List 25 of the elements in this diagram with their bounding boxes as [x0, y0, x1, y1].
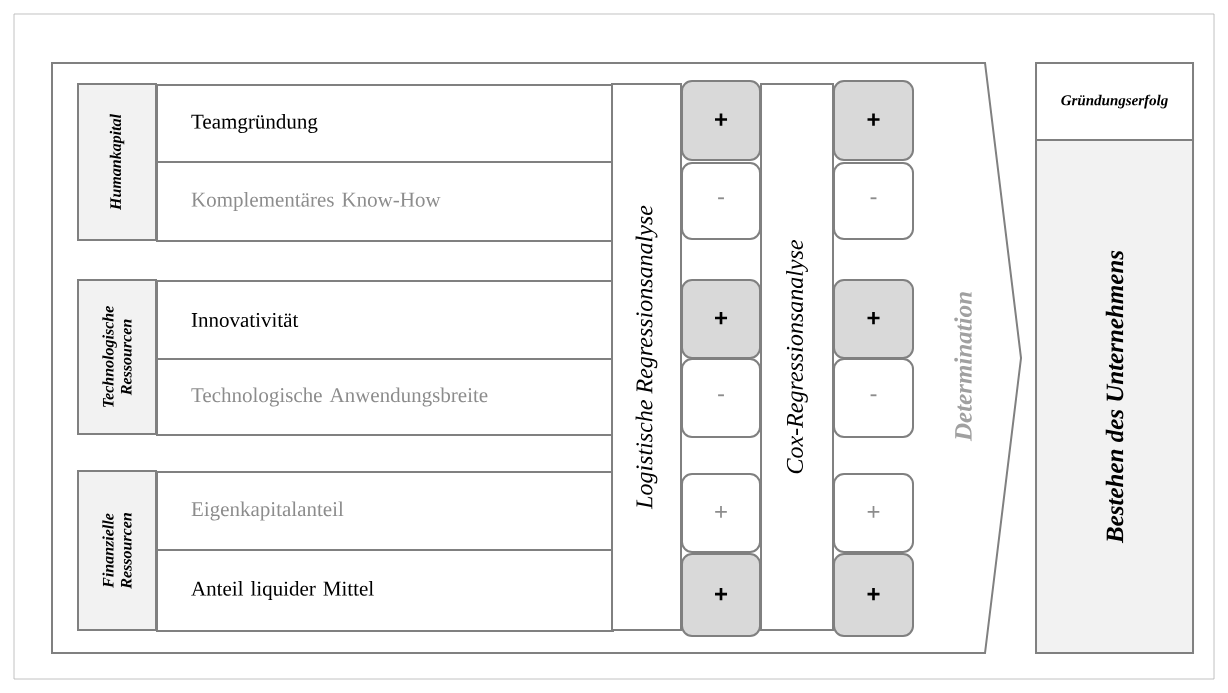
outcome-box: Bestehen des Unternehmens	[1035, 139, 1194, 654]
effect-sign-box: +	[833, 473, 914, 553]
effect-sign-box: +	[833, 80, 914, 161]
category-label: Finanzielle Ressourcen	[77, 470, 157, 631]
effect-sign-box: +	[681, 279, 761, 359]
factor-row: Teamgründung	[156, 84, 614, 163]
effect-sign-box: +	[833, 553, 914, 637]
factor-row: Technologische Anwendungsbreite	[156, 358, 614, 436]
factor-row: Anteil liquider Mittel	[156, 549, 614, 632]
effect-sign-box: +	[681, 80, 761, 161]
effect-sign-box: -	[681, 358, 761, 438]
effect-sign-box: -	[681, 162, 761, 240]
method-column: Cox-Regressionsanalyse	[760, 83, 834, 631]
effect-sign-box: -	[833, 162, 914, 240]
effect-sign-box: +	[681, 473, 761, 553]
factor-row: Innovativität	[156, 280, 614, 360]
effect-sign-box: +	[833, 279, 914, 359]
factor-row: Eigenkapitalanteil	[156, 471, 614, 551]
factor-row: Komplementäres Know-How	[156, 161, 614, 242]
effect-sign-box: +	[681, 553, 761, 637]
effect-sign-box: -	[833, 358, 914, 438]
category-label: Humankapital	[77, 83, 157, 241]
method-column: Logistische Regressionsanalyse	[611, 83, 682, 631]
category-label: Technologische Ressourcen	[77, 279, 157, 435]
outcome-header: Gründungserfolg	[1035, 62, 1194, 141]
